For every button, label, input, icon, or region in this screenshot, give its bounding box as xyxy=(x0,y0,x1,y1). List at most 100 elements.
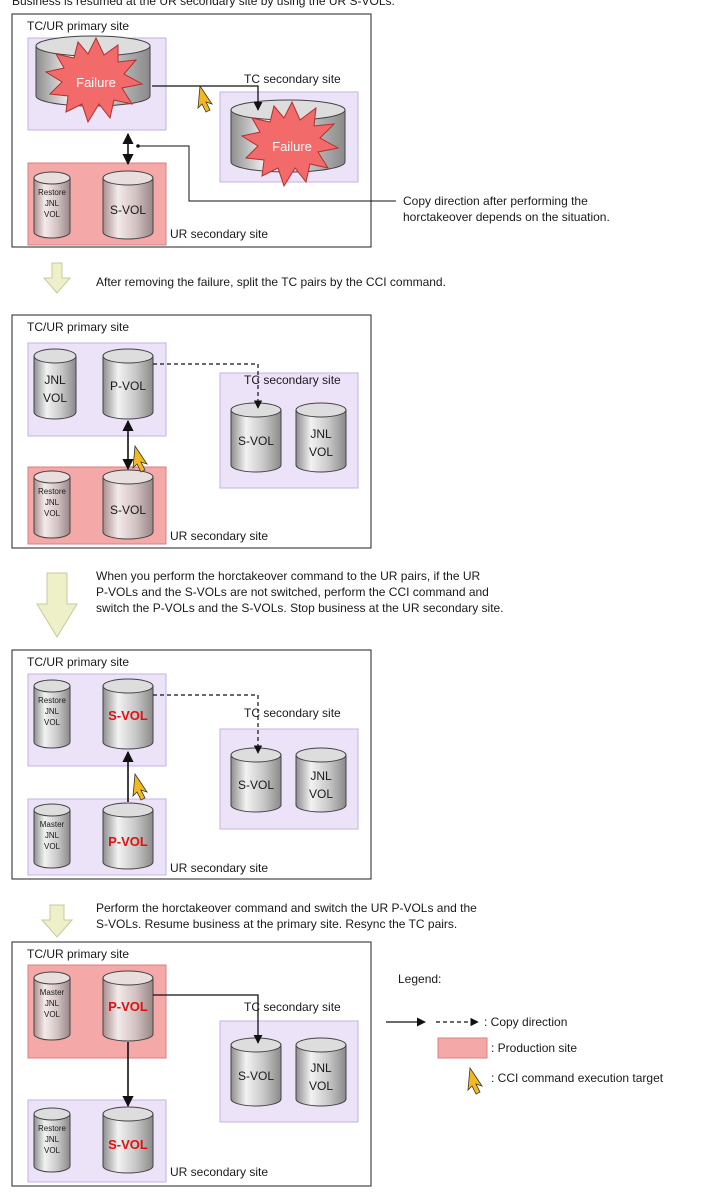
primary-pvol-cylinder: P-VOL xyxy=(102,970,154,1042)
tc-copy-arrow-dashed xyxy=(153,694,263,754)
vol-text-line: Restore xyxy=(38,1124,67,1133)
tc-jnl-cylinder: JNL VOL xyxy=(295,747,347,813)
primary-site-label: TC/UR primary site xyxy=(27,655,129,669)
panel-3: TC/UR primary site TC secondary site UR … xyxy=(11,649,372,880)
step-arrow-1: After removing the failure, split the TC… xyxy=(42,262,446,294)
legend-production-text: : Production site xyxy=(491,1041,577,1055)
vol-text: P-VOL xyxy=(110,379,146,393)
header-caption: Business is resumed at the UR secondary … xyxy=(12,0,395,8)
failure-burst-primary xyxy=(44,36,144,124)
step-caption-line: switch the P-VOLs and the S-VOLs. Stop b… xyxy=(96,601,504,615)
ur-svol-cylinder: S-VOL xyxy=(102,469,154,540)
vol-text-line: VOL xyxy=(309,1079,333,1093)
vol-text: S-VOL xyxy=(110,203,146,217)
vol-text-line: Master xyxy=(40,820,65,829)
ur-site-label: UR secondary site xyxy=(170,1165,268,1179)
vol-text-line: VOL xyxy=(44,210,61,219)
primary-site-label: TC/UR primary site xyxy=(27,19,129,33)
vol-text-line: JNL xyxy=(45,707,60,716)
vol-text-highlight: P-VOL xyxy=(108,834,148,849)
vol-text: S-VOL xyxy=(238,1069,274,1083)
vol-text-line: VOL xyxy=(309,787,333,801)
ur-restore-jnl-cylinder: Restore JNL VOL xyxy=(33,470,71,539)
vol-text-line: JNL xyxy=(45,999,60,1008)
panel-2: TC/UR primary site TC secondary site UR … xyxy=(11,314,372,549)
step-caption: After removing the failure, split the TC… xyxy=(96,275,446,289)
tc-svol-cylinder: S-VOL xyxy=(230,402,282,473)
vol-text-highlight: P-VOL xyxy=(108,999,148,1014)
vol-text-line: Restore xyxy=(38,696,67,705)
failure-burst-tc xyxy=(240,100,340,188)
tc-site-label: TC secondary site xyxy=(244,72,341,86)
ur-restore-jnl-cylinder: Restore JNL VOL xyxy=(33,171,71,239)
vol-text-line: JNL xyxy=(310,427,332,441)
tc-copy-arrow xyxy=(152,85,263,111)
vol-text: S-VOL xyxy=(238,778,274,792)
tc-jnl-cylinder: JNL VOL xyxy=(295,1037,347,1107)
vol-text: S-VOL xyxy=(110,503,146,517)
vol-text-line: JNL xyxy=(45,199,60,208)
step-arrow-3: Perform the horctakeover command and swi… xyxy=(40,901,477,938)
ur-pvol-cylinder: P-VOL xyxy=(102,802,154,870)
vol-text-line: JNL xyxy=(45,1135,60,1144)
cci-cursor-icon xyxy=(467,1066,483,1095)
failure-label-primary: Failure xyxy=(76,75,116,90)
step-caption-line: When you perform the horctakeover comman… xyxy=(96,569,480,583)
legend-title: Legend: xyxy=(398,972,441,986)
vol-text-line: VOL xyxy=(44,509,61,518)
ur-site-label: UR secondary site xyxy=(170,861,268,875)
vol-text-line: VOL xyxy=(309,445,333,459)
vol-text-line: VOL xyxy=(44,842,61,851)
panel-1: TC/UR primary site TC secondary site UR … xyxy=(11,13,610,248)
vol-text-line: JNL xyxy=(310,1061,332,1075)
step-arrow-2: When you perform the horctakeover comman… xyxy=(36,569,504,638)
vol-text-line: VOL xyxy=(44,1146,61,1155)
note-connector xyxy=(138,145,396,202)
primary-svol-cylinder: S-VOL xyxy=(102,678,154,750)
legend-production-swatch xyxy=(437,1037,488,1059)
vol-text-line: Restore xyxy=(38,188,67,197)
ur-restore-jnl-cylinder: Restore JNL VOL xyxy=(33,1107,71,1173)
vol-text-line: JNL xyxy=(310,769,332,783)
legend-cci-text: : CCI command execution target xyxy=(491,1071,664,1085)
vol-text-line: VOL xyxy=(43,391,67,405)
vol-text-highlight: S-VOL xyxy=(108,708,148,723)
ur-site-label: UR secondary site xyxy=(170,529,268,543)
primary-master-jnl-cylinder: Master JNL VOL xyxy=(33,971,71,1041)
cci-cursor-icon xyxy=(132,444,148,473)
legend: Legend: : Copy direction : Production si… xyxy=(386,972,664,1095)
tc-svol-cylinder: S-VOL xyxy=(230,1037,282,1107)
vol-text-highlight: S-VOL xyxy=(108,1137,148,1152)
primary-pvol-cylinder: P-VOL xyxy=(102,348,154,420)
primary-site-label: TC/UR primary site xyxy=(27,947,129,961)
step-caption-line: P-VOLs and the S-VOLs are not switched, … xyxy=(96,585,489,599)
tc-site-label: TC secondary site xyxy=(244,1000,341,1014)
cci-cursor-icon xyxy=(197,84,213,113)
step-caption-line: Perform the horctakeover command and swi… xyxy=(96,901,477,915)
primary-site-label: TC/UR primary site xyxy=(27,320,129,334)
note-text: Copy direction after performing the xyxy=(403,194,588,208)
tc-svol-cylinder: S-VOL xyxy=(230,747,282,813)
cci-cursor-icon xyxy=(132,772,148,801)
ur-svol-cylinder: S-VOL xyxy=(102,1106,154,1174)
step-caption-line: S-VOLs. Resume business at the primary s… xyxy=(96,917,457,931)
vol-text-line: JNL xyxy=(45,498,60,507)
tc-copy-arrow xyxy=(153,994,263,1044)
tc-copy-arrow-dashed xyxy=(153,363,263,409)
vol-text-line: JNL xyxy=(45,831,60,840)
vol-text-line: Master xyxy=(40,988,65,997)
ur-svol-cylinder: S-VOL xyxy=(102,170,154,240)
legend-copy-direction-text: : Copy direction xyxy=(484,1015,567,1029)
tc-jnl-cylinder: JNL VOL xyxy=(295,402,347,473)
vol-text: S-VOL xyxy=(238,434,274,448)
tc-site-label: TC secondary site xyxy=(244,373,341,387)
vol-text-line: JNL xyxy=(44,373,66,387)
primary-restore-jnl-cylinder: Restore JNL VOL xyxy=(33,679,71,749)
primary-jnl-cylinder: JNL VOL xyxy=(33,348,77,420)
vol-text-line: VOL xyxy=(44,718,61,727)
note-text: horctakeover depends on the situation. xyxy=(403,210,610,224)
vol-text-line: VOL xyxy=(44,1010,61,1019)
panel-4: TC/UR primary site TC secondary site UR … xyxy=(11,941,372,1187)
tc-site-label: TC secondary site xyxy=(244,706,341,720)
